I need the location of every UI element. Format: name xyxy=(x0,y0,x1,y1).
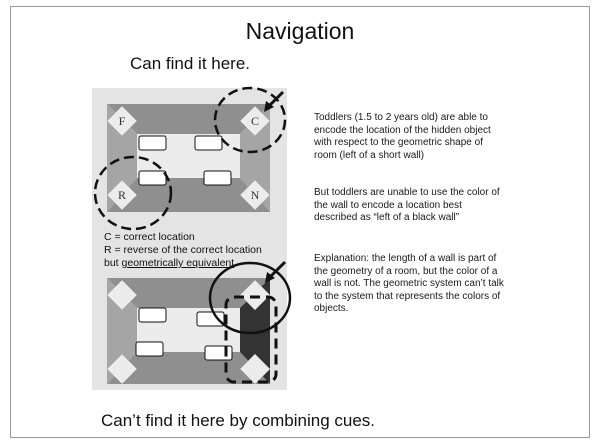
corner-marker-f xyxy=(106,105,138,137)
dashed-circle-c xyxy=(213,86,287,154)
arrow-head xyxy=(265,272,275,283)
hiding-box xyxy=(196,311,225,327)
corner-label-n: N xyxy=(251,188,260,202)
hiding-box xyxy=(138,307,167,323)
hiding-box xyxy=(204,345,233,361)
bottom-room-black-wall xyxy=(240,278,270,384)
arrow-to-corner xyxy=(268,260,287,279)
top-room-far-wall xyxy=(107,104,270,134)
paragraph-explanation: Explanation: the length of a wall is par… xyxy=(314,253,504,314)
bottom-room-left-wall xyxy=(107,278,137,384)
top-room: F C R N xyxy=(93,86,287,231)
hiding-box xyxy=(138,170,167,186)
legend-line-3-underlined: geometrically equivalent xyxy=(121,257,235,269)
slide-title: Navigation xyxy=(245,18,355,44)
solid-circle xyxy=(208,261,292,335)
legend-line-3: but geometrically equivalent xyxy=(104,257,234,269)
legend-line-3-prefix: but xyxy=(104,257,122,269)
paragraph-color: But toddlers are unable to use the color… xyxy=(314,187,500,223)
corner-marker-n xyxy=(239,179,271,211)
hiding-box xyxy=(135,341,164,357)
corner-label-c: C xyxy=(251,114,259,128)
corner-marker xyxy=(106,353,138,385)
corner-marker-c xyxy=(239,105,271,137)
corner-marker xyxy=(106,279,138,311)
paragraph-geometry: Toddlers (1.5 to 2 years old) are able t… xyxy=(314,112,491,161)
legend-line-2: R = reverse of the correct location xyxy=(104,244,262,256)
corner-label-r: R xyxy=(118,188,126,202)
caption-top: Can find it here. xyxy=(130,54,251,73)
dashed-circle-r xyxy=(93,155,173,231)
dashed-rectangle xyxy=(224,295,278,384)
hiding-box xyxy=(203,170,232,186)
hiding-box xyxy=(138,135,167,151)
corner-marker xyxy=(239,353,271,385)
corner-label-f: F xyxy=(119,114,126,128)
legend-line-1: C = correct location xyxy=(104,231,195,243)
bottom-room xyxy=(106,260,292,385)
arrow-head xyxy=(264,101,274,112)
top-room-right-wall xyxy=(240,104,270,212)
hiding-box xyxy=(194,135,223,151)
top-room-near-wall xyxy=(107,178,270,212)
top-room-left-wall xyxy=(107,104,137,212)
corner-marker-r xyxy=(106,179,138,211)
caption-bottom: Can’t find it here by combining cues. xyxy=(101,411,376,430)
corner-marker xyxy=(239,279,271,311)
